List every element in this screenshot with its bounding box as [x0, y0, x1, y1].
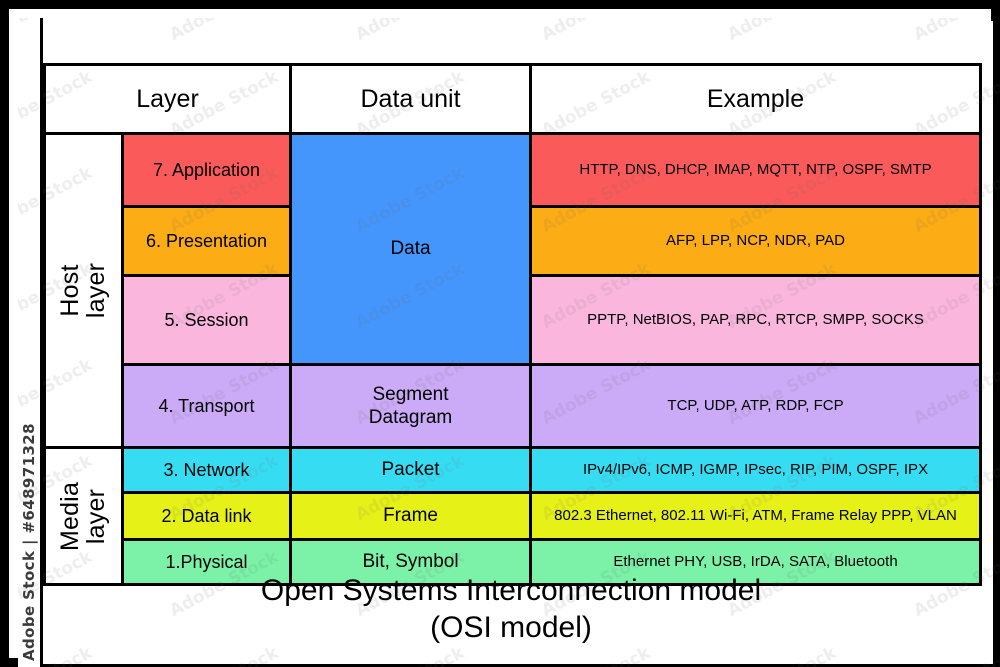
diagram-caption: Open Systems Interconnection model (OSI …	[43, 573, 979, 646]
layer-name-presentation: 6. Presentation	[120, 205, 293, 277]
adobe-stock-watermark-strip: Adobe Stock | #648971328	[18, 18, 43, 667]
layer-name-transport: 4. Transport	[120, 363, 293, 449]
osi-model-diagram: Layer Data unit Example Host layer 7. Ap…	[42, 21, 993, 664]
column-header-example: Example	[529, 63, 983, 135]
example-data-link: 802.3 Ethernet, 802.11 Wi-Fi, ATM, Frame…	[529, 491, 983, 541]
data-unit-segment-datagram: Segment Datagram	[289, 363, 533, 449]
table-row-network: Media layer 3. Network Packet IPv4/IPv6,…	[43, 446, 983, 586]
data-unit-bit-symbol: Bit, Symbol	[289, 538, 533, 586]
group-label-host-layer: Host layer	[43, 132, 124, 449]
table-row-presentation: 6. Presentation AFP, LPP, NCP, NDR, PAD	[45, 205, 983, 277]
table-row-physical: 1.Physical Bit, Symbol Ethernet PHY, USB…	[45, 538, 983, 586]
caption-line-1: Open Systems Interconnection model	[260, 574, 762, 607]
example-transport: TCP, UDP, ATP, RDP, FCP	[529, 363, 983, 449]
table-row-transport: 4. Transport Segment Datagram TCP, UDP, …	[45, 363, 983, 449]
table-row-data-link: 2. Data link Frame 802.3 Ethernet, 802.1…	[45, 491, 983, 541]
osi-layers-table: Layer Data unit Example Host layer 7. Ap…	[42, 63, 983, 586]
group-label-media-layer-text: Media layer	[56, 481, 110, 551]
data-unit-packet: Packet	[289, 446, 533, 494]
layer-name-session: 5. Session	[120, 274, 293, 366]
column-header-layer: Layer	[42, 63, 293, 135]
layer-name-physical: 1.Physical	[120, 538, 293, 586]
layer-name-application: 7. Application	[120, 132, 293, 208]
data-unit-line-1: Segment	[372, 383, 449, 405]
table-header-row: Layer Data unit Example	[42, 63, 983, 135]
data-unit-line-2: Datagram	[368, 407, 453, 428]
example-presentation: AFP, LPP, NCP, NDR, PAD	[529, 205, 983, 277]
data-unit-frame: Frame	[289, 491, 533, 541]
table-row-session: 5. Session PPTP, NetBIOS, PAP, RPC, RTCP…	[45, 274, 983, 366]
layer-name-network: 3. Network	[120, 446, 293, 494]
example-network: IPv4/IPv6, ICMP, IGMP, IPsec, RIP, PIM, …	[529, 446, 983, 494]
caption-line-2: (OSI model)	[430, 610, 592, 644]
group-label-host-layer-text: Host layer	[56, 262, 110, 319]
group-label-media-layer: Media layer	[43, 446, 124, 586]
data-unit-data: Data	[289, 132, 533, 366]
table-row-application: Host layer 7. Application Data HTTP, DNS…	[43, 132, 983, 449]
example-physical: Ethernet PHY, USB, IrDA, SATA, Bluetooth	[529, 538, 983, 586]
example-session: PPTP, NetBIOS, PAP, RPC, RTCP, SMPP, SOC…	[529, 274, 983, 366]
column-header-data-unit: Data unit	[289, 63, 533, 135]
example-application: HTTP, DNS, DHCP, IMAP, MQTT, NTP, OSPF, …	[529, 132, 983, 208]
layer-name-data-link: 2. Data link	[120, 491, 293, 541]
adobe-stock-id-label: Adobe Stock | #648971328	[20, 423, 38, 661]
